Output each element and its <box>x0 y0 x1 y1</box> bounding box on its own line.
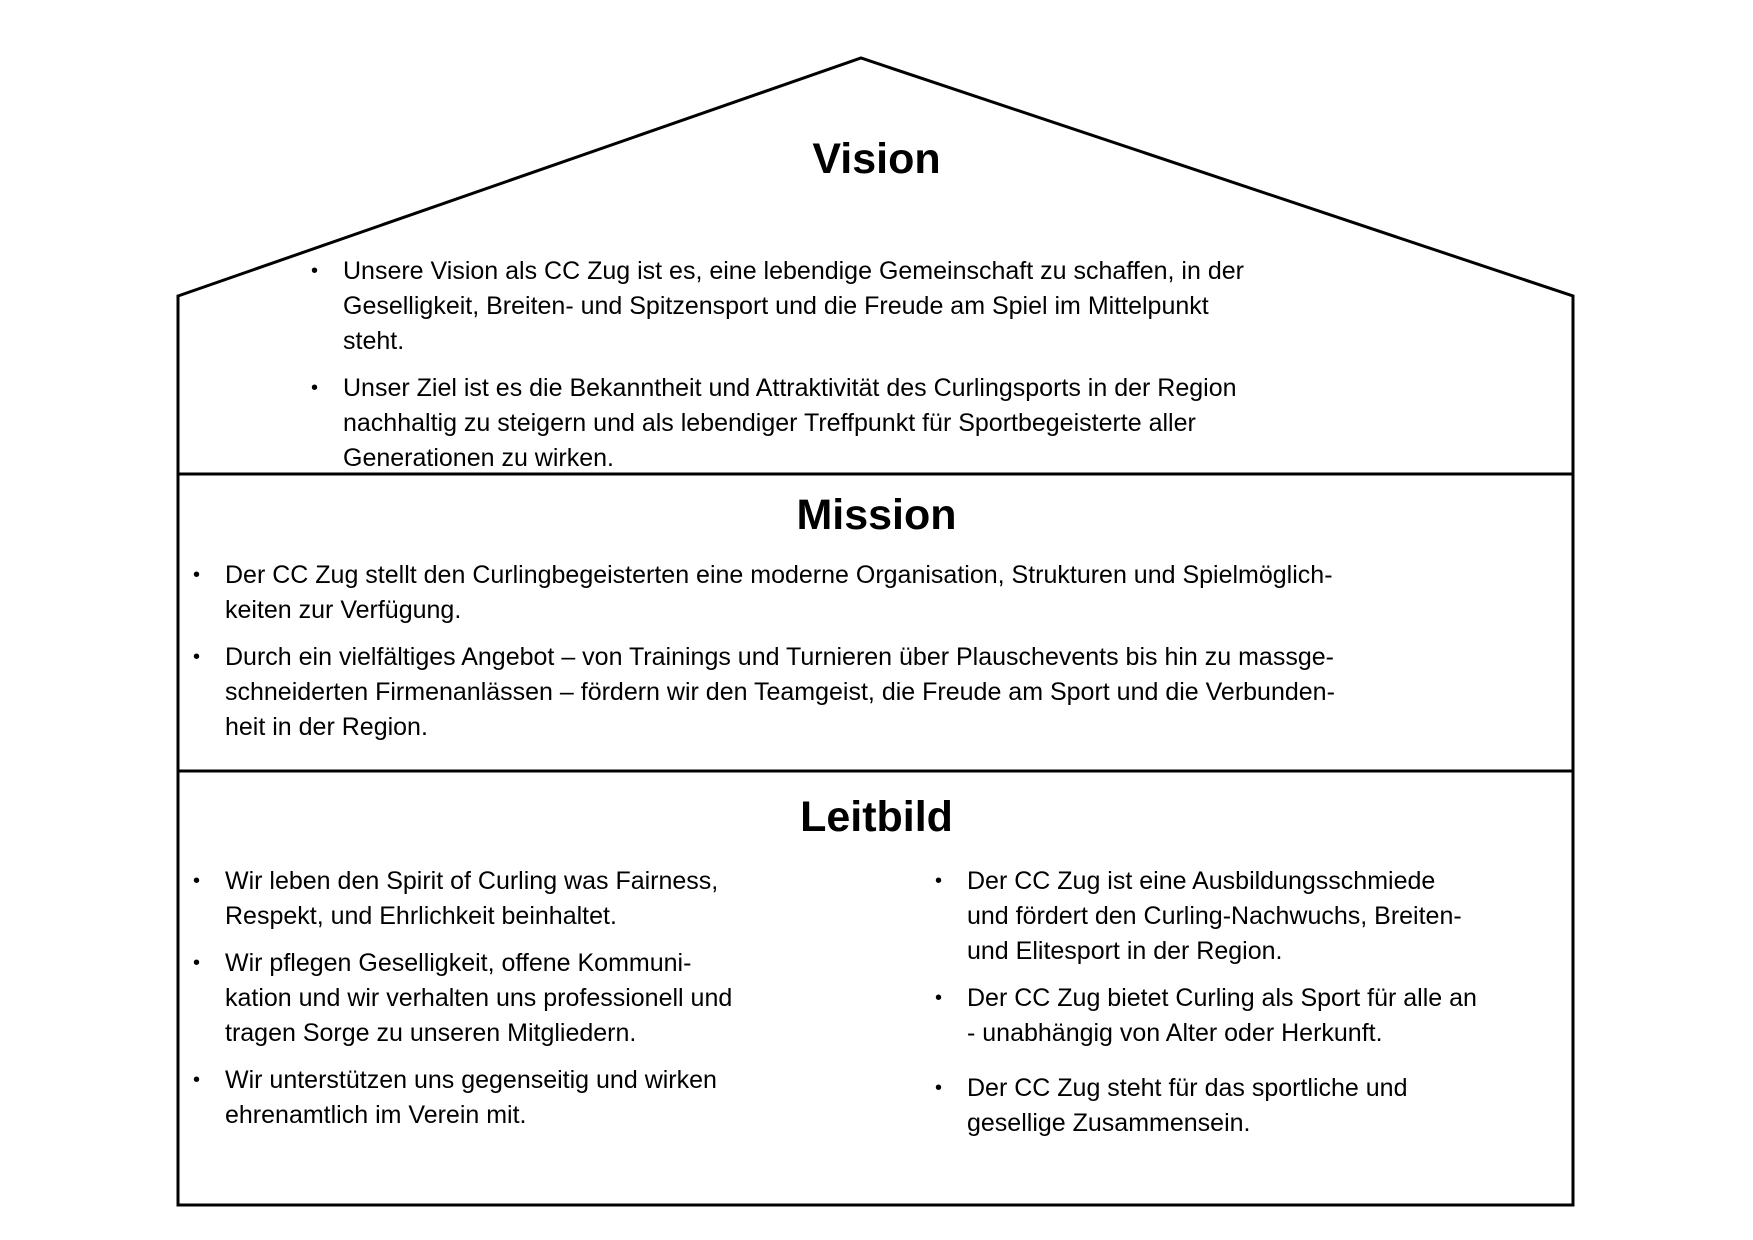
list-item: Unsere Vision als CC Zug ist es, eine le… <box>311 254 1244 359</box>
list-item-line: steht. <box>343 327 405 355</box>
list-item: Der CC Zug stellt den Curlingbegeisterte… <box>193 558 1335 628</box>
leitbild-right-list: Der CC Zug ist eine Ausbildungsschmiede u… <box>935 864 1477 1153</box>
list-item: Der CC Zug ist eine Ausbildungsschmiede u… <box>935 864 1477 969</box>
list-item-line: und Elitesport in der Region. <box>967 937 1283 965</box>
list-item: Durch ein vielfältiges Angebot – von Tra… <box>193 640 1335 745</box>
list-item-line: kation und wir verhalten uns professione… <box>225 984 733 1012</box>
list-item-line: Der CC Zug stellt den Curlingbegeisterte… <box>225 561 1333 589</box>
leitbild-left-list: Wir leben den Spirit of Curling was Fair… <box>193 864 733 1145</box>
list-item: Wir pflegen Geselligkeit, offene Kommuni… <box>193 946 733 1051</box>
mission-list: Der CC Zug stellt den Curlingbegeisterte… <box>193 558 1335 757</box>
mission-title: Mission <box>796 491 957 539</box>
list-item-line: Unser Ziel ist es die Bekanntheit und At… <box>343 374 1237 402</box>
list-item: Wir leben den Spirit of Curling was Fair… <box>193 864 732 934</box>
list-item: Unser Ziel ist es die Bekanntheit und At… <box>311 371 1244 476</box>
list-item-line: tragen Sorge zu unseren Mitgliedern. <box>225 1019 637 1047</box>
list-item-line: und fördert den Curling-Nachwuchs, Breit… <box>967 902 1462 930</box>
vision-title: Vision <box>812 135 941 183</box>
list-item-line: Geselligkeit, Breiten- und Spitzensport … <box>343 292 1209 320</box>
list-item-line: Respekt, und Ehrlichkeit beinhaltet. <box>225 902 617 930</box>
list-item-line: Wir pflegen Geselligkeit, offene Kommuni… <box>225 949 692 977</box>
list-item-line: heit in der Region. <box>225 713 428 741</box>
house-outline <box>176 56 1575 1207</box>
list-item-line: schneiderten Firmenanlässen – fördern wi… <box>225 678 1335 706</box>
list-item-line: Durch ein vielfältiges Angebot – von Tra… <box>225 643 1334 671</box>
list-item-line: Unsere Vision als CC Zug ist es, eine le… <box>343 257 1244 285</box>
vision-list: Unsere Vision als CC Zug ist es, eine le… <box>311 254 1244 488</box>
list-item-line: - unabhängig von Alter oder Herkunft. <box>967 1019 1383 1047</box>
list-item-line: Wir leben den Spirit of Curling was Fair… <box>225 867 719 895</box>
list-item-line: Wir unterstützen uns gegenseitig und wir… <box>225 1066 717 1094</box>
list-item-line: Der CC Zug ist eine Ausbildungsschmiede <box>967 867 1436 895</box>
list-item-line: nachhaltig zu steigern und als lebendige… <box>343 409 1196 437</box>
list-item-line: gesellige Zusammensein. <box>967 1109 1251 1137</box>
list-item: Der CC Zug steht für das sportliche und g… <box>935 1071 1477 1141</box>
leitbild-title: Leitbild <box>800 793 953 841</box>
list-item-line: keiten zur Verfügung. <box>225 596 462 624</box>
list-item: Wir unterstützen uns gegenseitig und wir… <box>193 1063 732 1133</box>
list-item-line: ehrenamtlich im Verein mit. <box>225 1101 527 1129</box>
list-item: Der CC Zug bietet Curling als Sport für … <box>935 981 1477 1051</box>
list-item-line: Der CC Zug steht für das sportliche und <box>967 1074 1408 1102</box>
list-item-line: Generationen zu wirken. <box>343 444 614 472</box>
list-item-line: Der CC Zug bietet Curling als Sport für … <box>967 984 1477 1012</box>
